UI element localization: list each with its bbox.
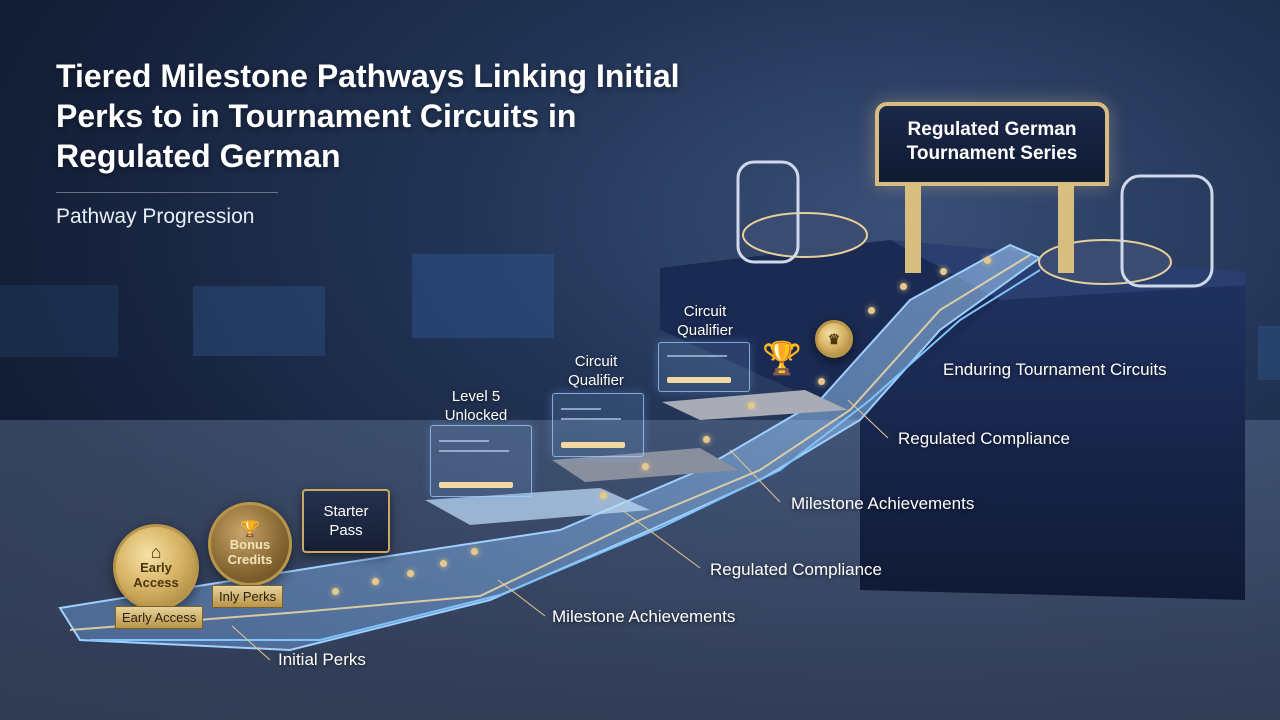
early-access-coin: ⌂ Early Access	[113, 524, 199, 610]
sign-line-2: Tournament Series	[906, 143, 1078, 164]
circuit2-hologram-panel	[658, 342, 750, 392]
tower-block-front	[860, 285, 1245, 600]
level5-line-2: Unlocked	[444, 407, 508, 424]
path-dot	[407, 570, 414, 577]
path-dot	[600, 492, 607, 499]
bonus-coin-line-1: Bonus	[229, 536, 271, 552]
early-access-plaque: Early Access	[115, 606, 204, 629]
leader-line	[497, 579, 546, 617]
bonus-credits-coin: 🏆 Bonus Credits	[208, 502, 292, 586]
background-monitor	[193, 286, 325, 356]
path-dot	[703, 436, 710, 443]
starter-pass-line-2: Pass	[329, 522, 363, 539]
path-dot	[332, 588, 339, 595]
page-title: Tiered Milestone Pathways Linking Initia…	[56, 58, 680, 174]
callout-milestone-achievements-low: Milestone Achievements	[552, 607, 736, 626]
trophy-icon: 🏆	[762, 340, 802, 376]
bonus-coin-line-2: Credits	[227, 551, 273, 567]
starter-pass-line-1: Starter	[323, 503, 369, 520]
circuit1-line-2: Qualifier	[568, 372, 624, 389]
callout-enduring-circuits: Enduring Tournament Circuits	[943, 360, 1167, 379]
step-circuit2	[662, 390, 848, 420]
path-dot	[984, 257, 991, 264]
bonus-credits-plaque: Inly Perks	[212, 585, 284, 608]
stadium-left	[742, 212, 868, 258]
gate-pillar-left	[905, 178, 921, 273]
track-frame-right	[1120, 174, 1214, 288]
background-monitor	[1258, 326, 1280, 380]
path-dot	[372, 578, 379, 585]
path-dot	[471, 548, 478, 555]
callout-milestone-achievements-high: Milestone Achievements	[791, 494, 975, 513]
step-level5	[425, 488, 650, 525]
circuit1-line-1: Circuit	[574, 353, 618, 370]
path-dot	[440, 560, 447, 567]
circuit1-hologram-panel	[552, 393, 644, 457]
circuit-qualifier-label-2: Circuit Qualifier	[665, 302, 745, 340]
callout-initial-perks: Initial Perks	[278, 650, 366, 669]
level5-hologram-panel	[430, 425, 532, 497]
trophy-small-icon: 🏆	[240, 520, 260, 538]
callout-regulated-compliance-low: Regulated Compliance	[710, 560, 882, 579]
path-dot	[900, 283, 907, 290]
leader-line	[231, 625, 271, 661]
level5-line-1: Level 5	[451, 388, 501, 405]
pathway-glow-line	[69, 254, 1031, 631]
page-subtitle: Pathway Progression	[56, 205, 255, 228]
circuit2-line-1: Circuit	[683, 303, 727, 320]
medal-icon: ♛	[815, 320, 853, 358]
circuit-qualifier-label-1: Circuit Qualifier	[556, 352, 636, 390]
path-dot	[748, 402, 755, 409]
path-dot	[940, 268, 947, 275]
leader-line	[621, 509, 701, 569]
title-divider	[56, 192, 278, 193]
lock-icon: ⌂	[150, 541, 162, 562]
path-dot	[818, 378, 825, 385]
sign-line-1: Regulated German	[907, 119, 1077, 140]
circuit2-line-2: Qualifier	[677, 322, 733, 339]
early-access-coin-text: Early Access	[133, 559, 179, 590]
track-frame-left	[736, 160, 800, 264]
pathway-blue-line	[90, 269, 1041, 641]
background-monitor	[412, 254, 554, 338]
leader-line	[729, 449, 781, 503]
starter-pass-card: Starter Pass	[302, 489, 390, 553]
tournament-series-sign: Regulated German Tournament Series	[875, 102, 1109, 186]
gate-pillar-right	[1058, 178, 1074, 273]
leader-line	[847, 399, 889, 439]
callout-regulated-compliance-high: Regulated Compliance	[898, 429, 1070, 448]
path-dot	[868, 307, 875, 314]
level5-label: Level 5 Unlocked	[436, 387, 516, 425]
background-monitor	[0, 285, 118, 357]
path-dot	[642, 463, 649, 470]
